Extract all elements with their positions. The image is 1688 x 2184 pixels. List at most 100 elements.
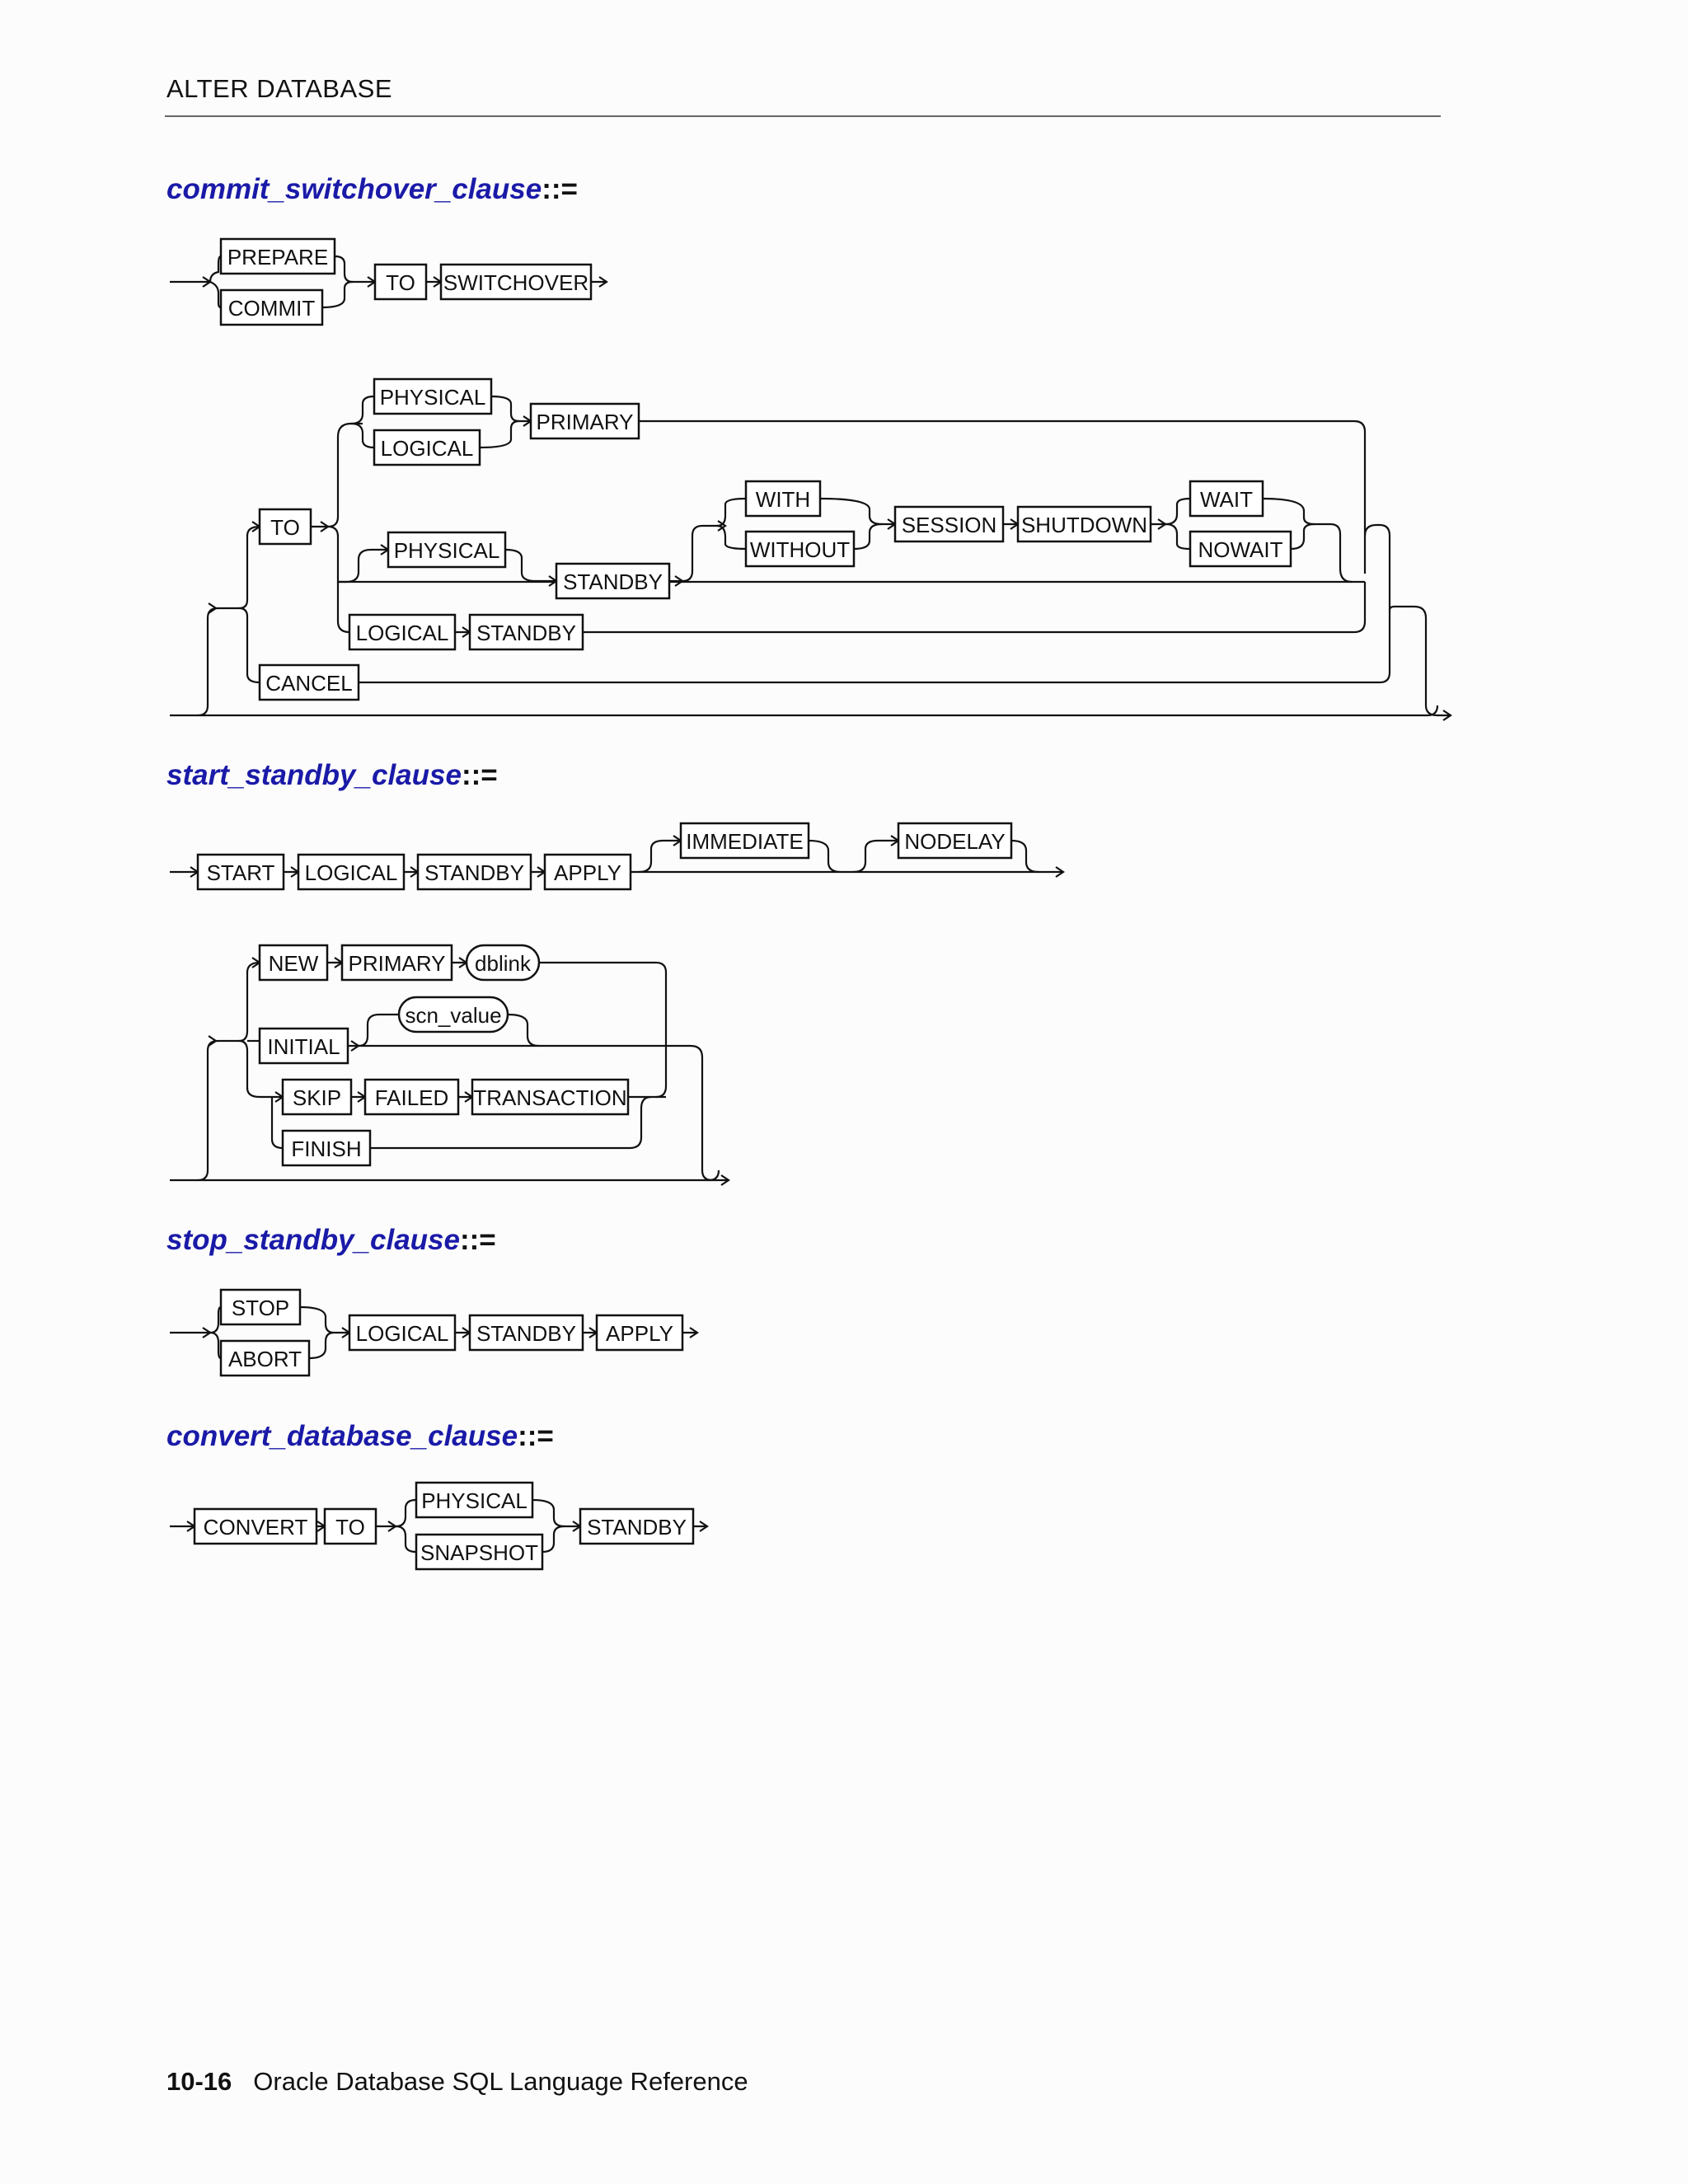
term-frame	[468, 613, 584, 651]
term-frame	[471, 1078, 630, 1116]
term-frame	[373, 377, 493, 415]
connector-line	[395, 1525, 417, 1554]
term-cs2-logical2: LOGICAL	[348, 613, 457, 651]
connector-line	[198, 1169, 720, 1182]
term-frame	[555, 562, 671, 600]
term-label: SKIP	[293, 1085, 341, 1110]
term-label: LOGICAL	[381, 436, 474, 461]
connector-line	[504, 548, 556, 583]
term-label: dblink	[475, 951, 532, 976]
connector-line	[819, 497, 895, 526]
term-ss-start: START	[196, 853, 285, 891]
term-frame	[258, 508, 312, 546]
term-label: PRIMARY	[537, 410, 634, 434]
term-label: TO	[386, 270, 415, 295]
connector-line	[209, 1305, 222, 1334]
assign-symbol: ::=	[461, 759, 498, 791]
term-label: ABORT	[228, 1347, 302, 1371]
connector-line	[638, 839, 681, 874]
connector-line	[666, 1044, 713, 1182]
term-frame	[340, 944, 453, 982]
term-cv-snapshot: SNAPSHOT	[415, 1533, 544, 1571]
connector-line	[336, 582, 350, 634]
term-label: FINISH	[291, 1137, 361, 1161]
term-cs2-physical2: PHYSICAL	[387, 531, 507, 569]
term-label: SESSION	[902, 513, 997, 537]
term-cs-to: TO	[373, 263, 428, 301]
term-st-stop: STOP	[219, 1288, 302, 1326]
term-ss2-dblink: dblink	[465, 944, 541, 982]
term-label: START	[207, 860, 275, 885]
connector-line	[209, 280, 222, 309]
term-cs-prepare: PREPARE	[219, 237, 336, 275]
connector-line	[238, 525, 260, 610]
term-label: SHUTDOWN	[1021, 513, 1147, 537]
term-ss2-new: NEW	[258, 944, 329, 982]
assign-symbol: ::=	[518, 1420, 554, 1452]
section-title-stop-standby: stop_standby_clause::=	[166, 1224, 496, 1257]
connector-line	[682, 524, 717, 583]
term-label: NOWAIT	[1198, 537, 1282, 562]
connector-line	[1010, 839, 1039, 874]
term-ss-immediate: IMMEDIATE	[679, 822, 810, 860]
term-label: APPLY	[554, 860, 621, 885]
term-frame	[196, 853, 285, 891]
connector-line	[395, 1498, 417, 1528]
term-frame	[297, 853, 406, 891]
term-frame	[744, 530, 856, 568]
term-label: NEW	[269, 951, 319, 976]
term-ss-nodelay: NODELAY	[897, 822, 1013, 860]
term-label: WAIT	[1200, 487, 1253, 512]
term-frame	[219, 237, 336, 275]
term-label: IMMEDIATE	[686, 829, 804, 854]
term-frame	[281, 1129, 372, 1167]
term-frame	[415, 1481, 534, 1519]
connector-line	[1262, 497, 1353, 583]
term-label: STOP	[232, 1296, 289, 1320]
arrow-head	[1157, 518, 1167, 530]
term-frame	[468, 1314, 584, 1352]
term-label: STANDBY	[563, 569, 663, 594]
connector-line	[209, 1331, 222, 1360]
connector-line	[542, 1525, 565, 1554]
connector-line	[209, 255, 222, 283]
term-label: STANDBY	[476, 621, 576, 645]
term-frame	[893, 505, 1005, 543]
term-ss2-failed: FAILED	[363, 1078, 460, 1116]
term-st-apply: APPLY	[595, 1314, 684, 1352]
term-frame	[373, 429, 481, 466]
term-cs2-primary: PRIMARY	[529, 402, 640, 440]
term-label: TRANSACTION	[473, 1085, 626, 1110]
term-cv-physical: PHYSICAL	[415, 1481, 534, 1519]
connector-line	[198, 705, 1439, 717]
connector-line	[479, 419, 520, 449]
term-frame	[579, 1507, 695, 1545]
term-label: FAILED	[375, 1085, 449, 1110]
arrow-head	[689, 1327, 699, 1338]
term-frame	[543, 853, 632, 891]
term-cs2-wait: WAIT	[1189, 480, 1264, 518]
term-frame	[595, 1314, 684, 1352]
connector-line	[1151, 497, 1191, 526]
term-cs2-standby1: STANDBY	[555, 562, 671, 600]
term-label: PHYSICAL	[394, 538, 500, 563]
term-ss2-finish: FINISH	[281, 1129, 372, 1167]
connector-line	[238, 1039, 283, 1099]
section-title-text: start_standby_clause	[166, 759, 462, 791]
term-frame	[219, 288, 324, 326]
term-frame	[897, 822, 1013, 860]
connector-line	[299, 1305, 349, 1334]
term-frame	[323, 1507, 377, 1545]
arrow-head	[208, 1035, 218, 1047]
term-frame	[258, 663, 360, 701]
term-ss2-initial: INITIAL	[258, 1027, 349, 1065]
running-head: ALTER DATABASE	[166, 74, 393, 103]
term-frame	[397, 996, 509, 1033]
connector-line	[358, 1013, 399, 1047]
term-cv-to: TO	[323, 1507, 377, 1545]
term-label: SWITCHOVER	[443, 270, 588, 295]
arrow-head	[208, 602, 218, 614]
term-cs2-to: TO	[258, 508, 312, 546]
term-frame	[679, 822, 810, 860]
